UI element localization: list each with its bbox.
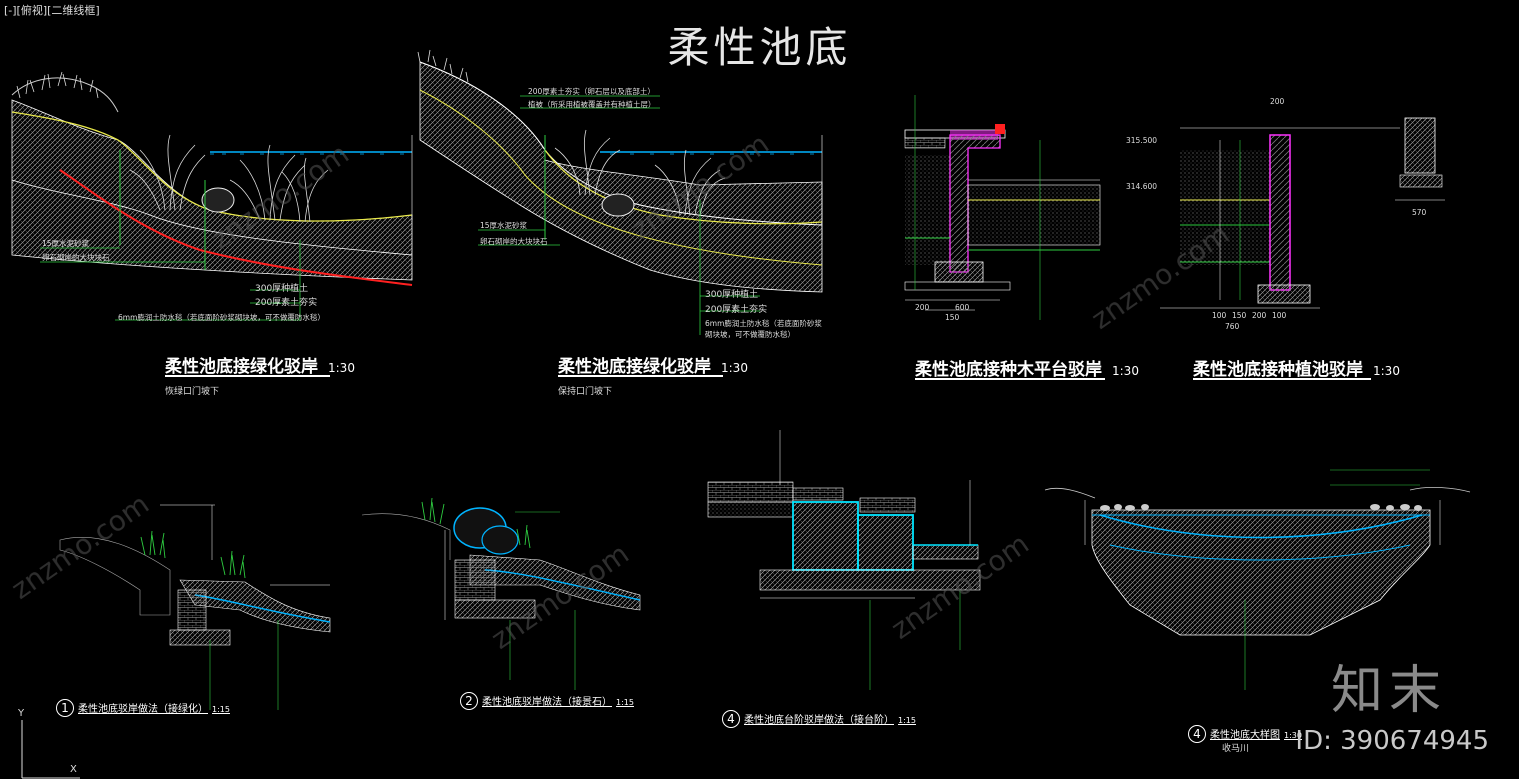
section-4-underline [1193, 378, 1371, 380]
s2-label-compact-top: 200厚素土夯实（卵石层以及底部土） [528, 87, 655, 96]
s4-dim-right: 570 [1412, 208, 1427, 217]
s4-dim-2: 150 [1232, 311, 1247, 320]
s4-dim-4: 100 [1272, 311, 1287, 320]
detail-2-title: 柔性池底驳岸做法（接景石）1:15 [482, 697, 634, 708]
s4-dim-total: 760 [1225, 322, 1240, 331]
ucs-icon: Y X [17, 708, 80, 779]
s4-dim-1: 100 [1212, 311, 1227, 320]
detail-3-drawing [707, 430, 981, 690]
s4-dim-3: 200 [1252, 311, 1267, 320]
svg-text:znzmo.com: znzmo.com [5, 487, 155, 606]
s1-label-rock: 卵石砌岸的大块块石 [42, 253, 110, 262]
detail-1-bubble: 1 [56, 699, 74, 717]
s4-elev-2: 314.600 [1126, 182, 1158, 191]
s4-elev-1: 315.500 [1126, 136, 1158, 145]
detail-4-drawing [1044, 469, 1471, 690]
svg-text:X: X [70, 764, 77, 775]
s4-dim-top: 200 [1270, 97, 1285, 106]
viewport-label[interactable]: [-][俯视][二维线框] [4, 4, 100, 17]
detail-3-title: 柔性池底台阶驳岸做法（接台阶）1:15 [744, 715, 916, 726]
detail-3-bubble: 4 [722, 710, 740, 728]
detail-4-bubble: 4 [1188, 725, 1206, 743]
s2-label-rock: 卵石砌岸的大块块石 [480, 237, 548, 246]
section-3-underline [915, 378, 1105, 380]
s1-label-membrane: 6mm膨润土防水毯（若底面阶砂浆砌块坡，可不做覆防水毯） [118, 313, 325, 322]
s1-label-soil: 300厚种植土 [255, 284, 309, 294]
section-1-drawing [11, 71, 413, 321]
section-2-underline [558, 375, 723, 377]
s3-dim-c: 150 [945, 313, 960, 322]
drawing-title: 柔性池底 [667, 23, 852, 72]
section-2-subtitle: 保持口门坡下 [558, 387, 613, 397]
s1-label-compact: 200厚素土夯实 [255, 298, 318, 308]
detail-2-bubble: 2 [460, 692, 478, 710]
detail-1-title: 柔性池底驳岸做法（接绿化）1:15 [78, 704, 230, 715]
s3-dim-b: 600 [955, 303, 970, 312]
detail-4-subtitle: 收马川 [1222, 744, 1250, 754]
section-4-drawing [1160, 117, 1445, 309]
section-1-subtitle: 恢绿口门坡下 [165, 387, 220, 397]
s2-label-plant: 植被（所采用植被覆盖并有种植土层） [528, 100, 656, 109]
section-3-drawing [904, 95, 1101, 320]
detail-2-drawing [361, 497, 641, 690]
section-1-underline [165, 375, 330, 377]
section-2-drawing [417, 49, 823, 335]
s2-label-membrane: 6mm膨润土防水毯（若底面阶砂浆砌块坡，可不做覆防水毯） [705, 319, 822, 339]
s1-label-mortar: 15厚水泥砂浆 [42, 239, 90, 248]
svg-text:Y: Y [17, 708, 25, 719]
watermark-logo: 知末 [1330, 661, 1447, 721]
s3-dim-a: 200 [915, 303, 930, 312]
s2-label-soil: 300厚种植土 [705, 290, 759, 300]
s2-label-mortar: 15厚水泥砂浆 [480, 221, 528, 230]
watermark-id: ID: 390674945 [1295, 726, 1489, 756]
detail-1-drawing [59, 504, 331, 710]
s2-label-compact: 200厚素土夯实 [705, 305, 768, 315]
